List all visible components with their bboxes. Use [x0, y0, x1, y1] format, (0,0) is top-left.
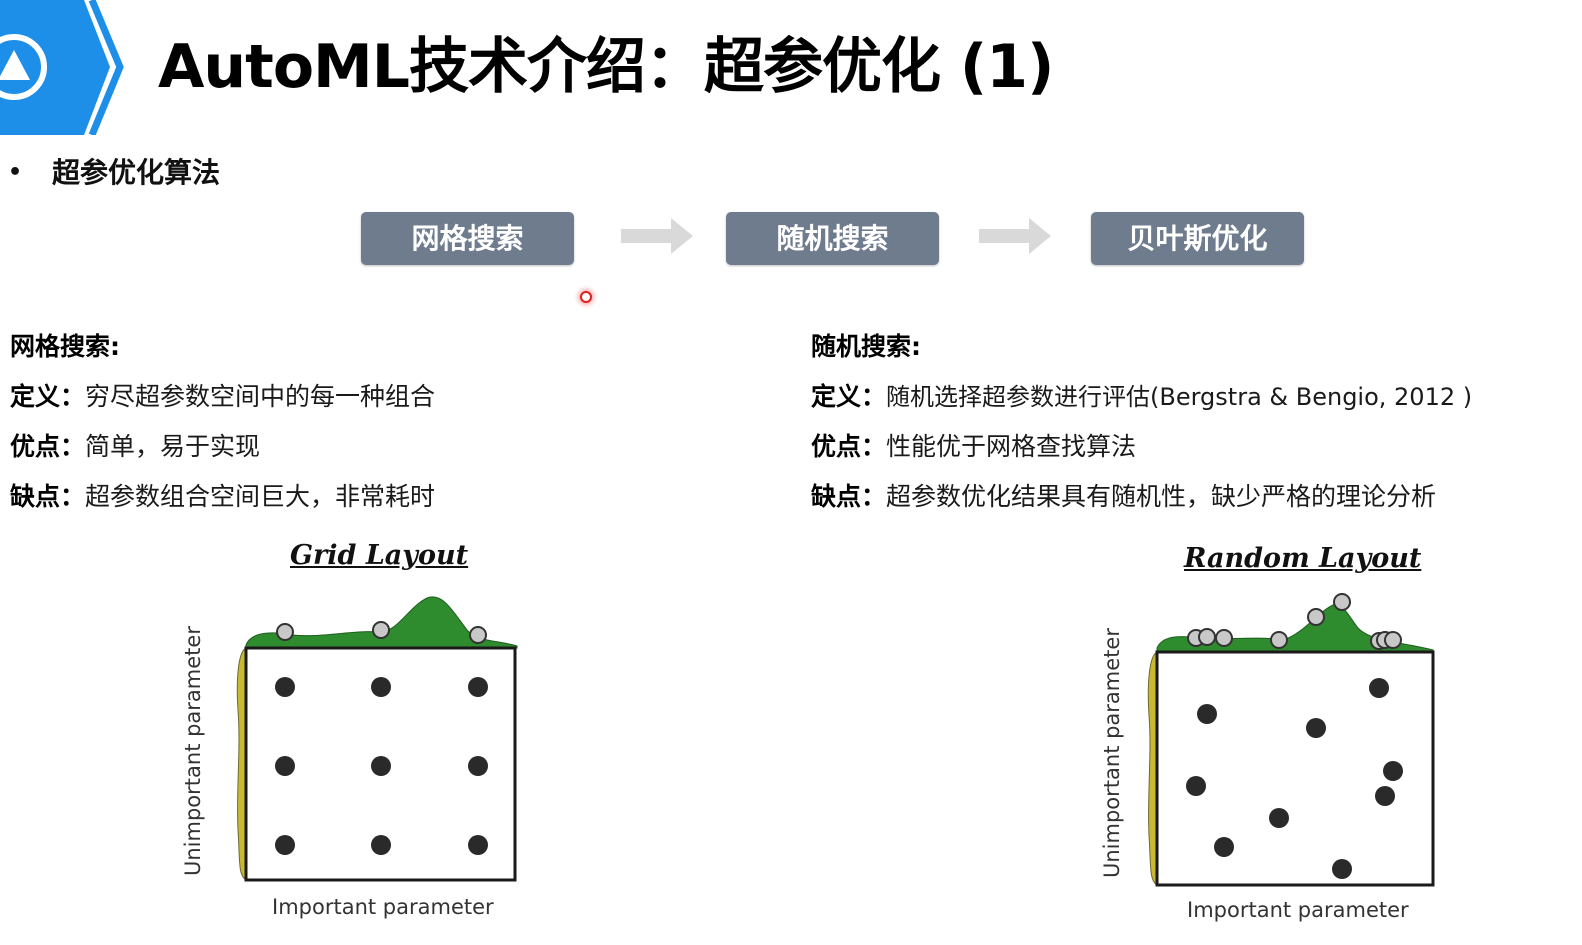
random-search-cons-line: 缺点：超参数优化结果具有随机性，缺少严格的理论分析: [811, 472, 1472, 522]
projection-point: [1307, 608, 1325, 626]
random-x-axis-label: Important parameter: [1187, 898, 1409, 922]
pros-text: 简单，易于实现: [85, 432, 261, 461]
sample-point: [275, 756, 295, 776]
sample-point: [1369, 678, 1389, 698]
sample-point: [1197, 704, 1217, 724]
projection-point: [1215, 629, 1233, 647]
grid-search-heading: 网格搜索:: [10, 332, 120, 361]
cons-text: 超参数优化结果具有随机性，缺少严格的理论分析: [886, 482, 1437, 511]
right-arrow-icon: [621, 218, 693, 254]
top-projection-points: [276, 621, 487, 644]
sample-point: [1214, 837, 1234, 857]
grid-x-axis-label: Important parameter: [272, 895, 494, 919]
definition-label: 定义：: [10, 382, 86, 411]
projection-point: [1384, 631, 1402, 649]
definition-text: 随机选择超参数进行评估(Bergstra & Bengio, 2012 ): [886, 383, 1473, 411]
top-projection-points: [1187, 593, 1402, 650]
sample-point: [468, 835, 488, 855]
grid-y-axis-label: Unimportant parameter: [181, 626, 205, 876]
sample-point: [371, 835, 391, 855]
random-layout-diagram: [1147, 593, 1435, 887]
flow-step-random-search: 随机搜索: [726, 212, 939, 265]
section-heading: 超参优化算法: [52, 156, 221, 189]
sample-point: [371, 677, 391, 697]
laser-pointer-icon: [580, 291, 592, 303]
grid-search-description: 网格搜索: 定义：穷尽超参数空间中的每一种组合 优点：简单，易于实现 缺点：超参…: [10, 322, 435, 522]
random-layout-title: Random Layout: [1184, 543, 1422, 574]
projection-point: [372, 621, 390, 639]
projection-point: [276, 623, 294, 641]
sample-point: [1269, 808, 1289, 828]
sample-point: [1375, 786, 1395, 806]
sample-point: [275, 835, 295, 855]
flow-step-bayesian-optimization: 贝叶斯优化: [1091, 212, 1304, 265]
random-search-description: 随机搜索: 定义：随机选择超参数进行评估(Bergstra & Bengio, …: [811, 322, 1472, 522]
definition-text: 穷尽超参数空间中的每一种组合: [85, 382, 436, 411]
sample-point: [1383, 761, 1403, 781]
pros-label: 优点：: [811, 432, 887, 461]
unimportant-curve: [236, 647, 247, 881]
projection-point: [1198, 628, 1216, 646]
sample-point: [1306, 718, 1326, 738]
sample-point: [275, 677, 295, 697]
bullet-icon: •: [8, 160, 23, 185]
sample-point: [371, 756, 391, 776]
right-arrow-icon: [979, 218, 1051, 254]
sample-point: [1332, 859, 1352, 879]
pros-label: 优点：: [10, 432, 86, 461]
grid-search-pros-line: 优点：简单，易于实现: [10, 422, 435, 472]
hexagon-triangle-logo-icon: [0, 0, 124, 135]
pros-text: 性能优于网格查找算法: [886, 432, 1137, 461]
projection-point: [469, 626, 487, 644]
grid-search-cons-line: 缺点：超参数组合空间巨大，非常耗时: [10, 472, 435, 522]
sample-point: [468, 677, 488, 697]
random-search-pros-line: 优点：性能优于网格查找算法: [811, 422, 1472, 472]
page-title: AutoML技术介绍：超参优化 (1): [158, 32, 1054, 102]
random-search-definition-line: 定义：随机选择超参数进行评估(Bergstra & Bengio, 2012 ): [811, 372, 1472, 422]
definition-label: 定义：: [811, 382, 887, 411]
grid-search-definition-line: 定义：穷尽超参数空间中的每一种组合: [10, 372, 435, 422]
grid-layout-title: Grid Layout: [290, 540, 469, 571]
grid-layout-diagram: [236, 596, 518, 882]
sample-point: [468, 756, 488, 776]
random-y-axis-label: Unimportant parameter: [1100, 628, 1124, 878]
cons-label: 缺点：: [10, 482, 86, 511]
cons-label: 缺点：: [811, 482, 887, 511]
random-search-heading: 随机搜索:: [811, 332, 921, 361]
sample-point: [1186, 776, 1206, 796]
flow-step-grid-search: 网格搜索: [361, 212, 574, 265]
unimportant-curve: [1147, 651, 1158, 886]
sample-points: [275, 677, 488, 855]
sample-points: [1186, 678, 1403, 879]
projection-point: [1270, 631, 1288, 649]
projection-point: [1333, 593, 1351, 611]
cons-text: 超参数组合空间巨大，非常耗时: [85, 482, 436, 511]
